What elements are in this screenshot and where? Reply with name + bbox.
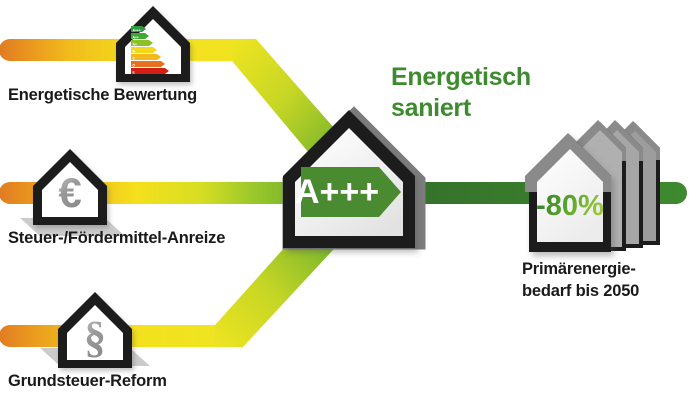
svg-text:A+++: A+++: [133, 28, 141, 32]
icon-house-paragraph: §: [40, 292, 150, 368]
headline-line-1: Energetisch: [391, 63, 531, 91]
svg-text:C: C: [133, 56, 136, 60]
paragraph-icon: §: [84, 313, 106, 362]
result-percentage-label: -80%: [536, 190, 604, 222]
result-caption-line-1: Primärenergie-: [522, 260, 636, 278]
result-house-stack: -80%: [525, 120, 660, 252]
label-grundsteuer-reform: Grundsteuer-Reform: [8, 372, 167, 390]
result-caption-line-2: bedarf bis 2050: [522, 282, 640, 300]
headline-energetisch-saniert: Energetisch saniert: [391, 62, 531, 124]
a-plus-plus-plus-badge: A+++: [295, 167, 401, 217]
svg-text:B: B: [133, 49, 136, 53]
center-house: A+++: [282, 106, 426, 250]
svg-text:A+: A+: [133, 42, 137, 46]
energy-label-icon: A+++ A++ A+ B C D E: [131, 26, 169, 74]
label-steuer-foerdermittel-anreize: Steuer-/Fördermittel-Anreize: [8, 229, 226, 247]
svg-text:E: E: [133, 70, 136, 74]
svg-text:D: D: [133, 63, 136, 67]
label-primaerenergiebedarf: Primärenergie- bedarf bis 2050: [522, 258, 639, 302]
euro-icon: €: [58, 169, 81, 216]
energy-bar: [131, 26, 169, 74]
headline-line-2: saniert: [391, 94, 471, 122]
icon-house-euro: €: [20, 149, 125, 236]
a-plus-plus-plus-label: A+++: [295, 173, 379, 211]
result-house-front: [525, 133, 611, 252]
svg-text:A++: A++: [133, 35, 139, 39]
label-energetische-bewertung: Energetische Bewertung: [8, 86, 198, 104]
